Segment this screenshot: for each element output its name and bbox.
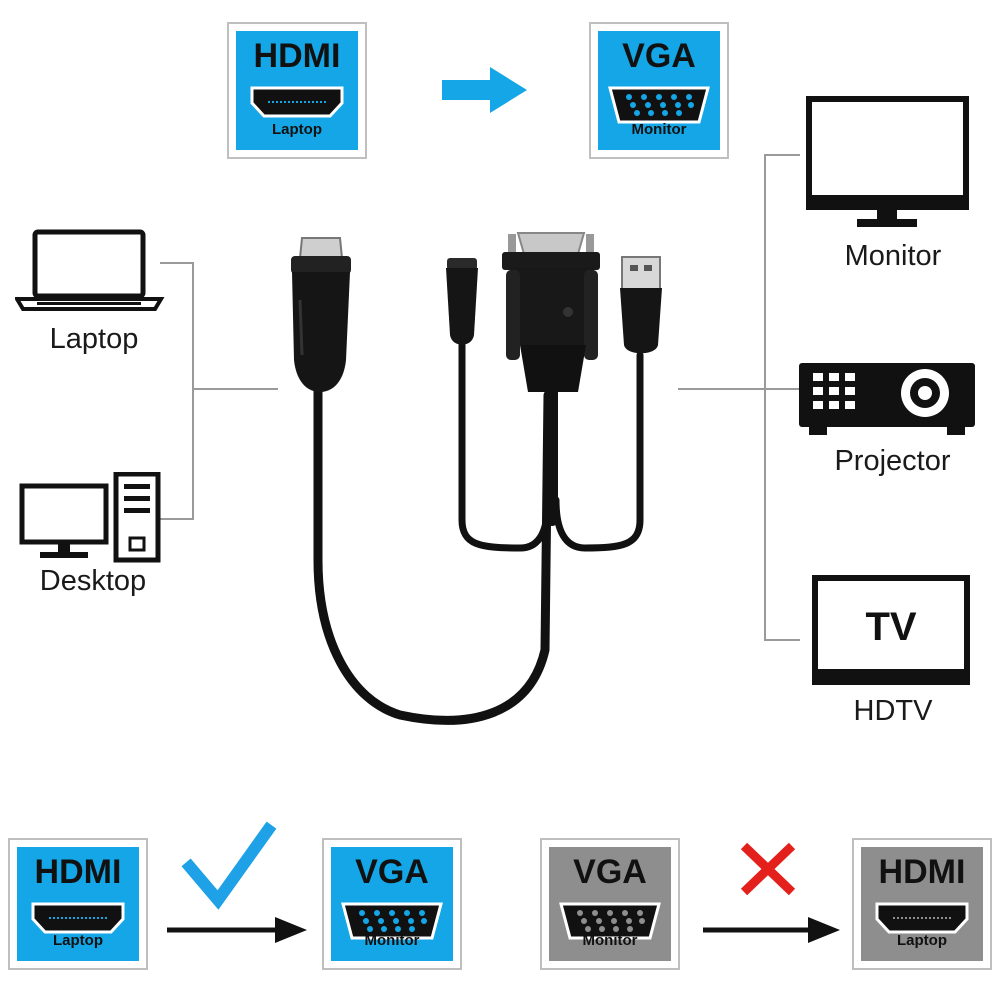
- check-icon: [181, 821, 277, 910]
- badge-sub: Laptop: [897, 932, 947, 949]
- badge-title: VGA: [355, 853, 429, 891]
- hdmi-port-icon: [250, 86, 344, 118]
- badge-sub: Monitor: [582, 932, 638, 949]
- laptop-icon: [15, 229, 165, 311]
- cross-icon: [740, 842, 796, 896]
- input-label-laptop: Laptop: [49, 323, 139, 355]
- badge-title: HDMI: [34, 853, 122, 891]
- badge-title: VGA: [622, 37, 696, 75]
- output-label-hdtv: HDTV: [853, 695, 933, 727]
- vga-port-icon: [341, 902, 443, 940]
- badge-title: HDMI: [878, 853, 966, 891]
- vga-port-icon: [559, 902, 661, 940]
- unsupported-arrow-icon: [703, 917, 840, 943]
- hdmi-plug: [291, 237, 351, 392]
- unsupported-target-badge: HDMI Laptop: [852, 838, 992, 970]
- desktop-icon: [19, 472, 161, 563]
- top-source-badge: HDMI Laptop: [227, 22, 367, 159]
- tv-icon: TV: [812, 575, 970, 685]
- projector-icon: [799, 363, 975, 435]
- badge-sub: Laptop: [272, 121, 322, 138]
- top-target-badge: VGA Monitor: [589, 22, 729, 159]
- hdmi-port-icon: [31, 902, 125, 934]
- audio-jack: [446, 258, 478, 345]
- badge-sub: Monitor: [364, 932, 420, 949]
- badge-title: VGA: [573, 853, 647, 891]
- vga-connector: [502, 232, 600, 392]
- hdmi-port-icon: [875, 902, 969, 934]
- tv-screen-text: TV: [865, 605, 917, 649]
- output-label-projector: Projector: [834, 445, 951, 477]
- badge-sub: Laptop: [53, 932, 103, 949]
- unsupported-source-badge: VGA Monitor: [540, 838, 680, 970]
- badge-sub: Monitor: [631, 121, 687, 138]
- supported-arrow-icon: [167, 917, 307, 943]
- output-bracket: [678, 154, 800, 641]
- usb-plug: [620, 256, 662, 354]
- vga-port-icon: [608, 86, 710, 124]
- input-bracket: [160, 262, 278, 520]
- monitor-icon: [806, 96, 969, 227]
- badge-title: HDMI: [253, 37, 341, 75]
- input-label-desktop: Desktop: [39, 565, 147, 597]
- supported-target-badge: VGA Monitor: [322, 838, 462, 970]
- supported-source-badge: HDMI Laptop: [8, 838, 148, 970]
- output-label-monitor: Monitor: [844, 240, 942, 272]
- top-arrow-icon: [442, 67, 527, 113]
